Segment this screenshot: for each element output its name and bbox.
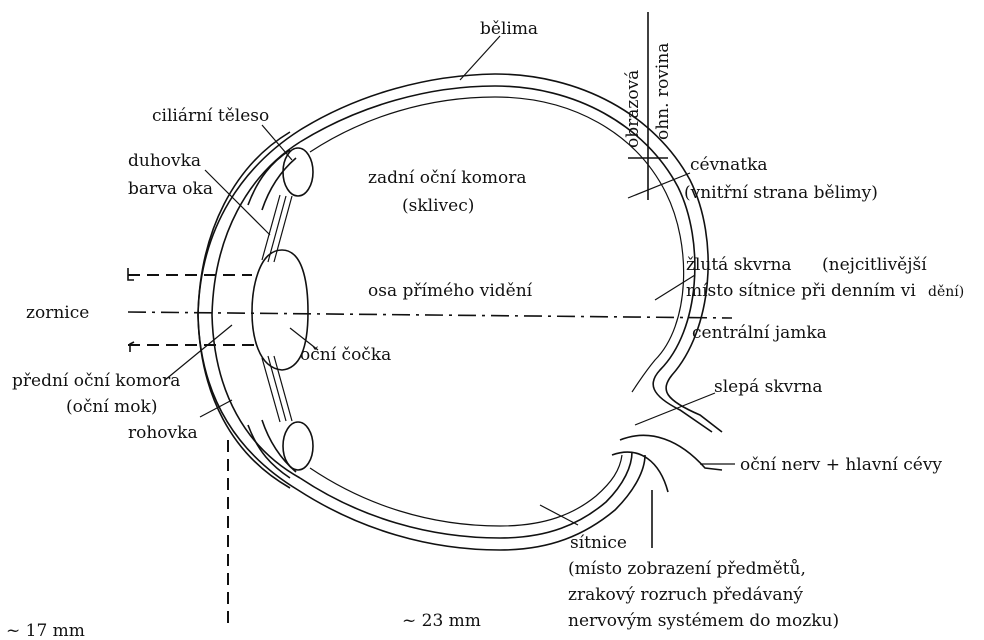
label-ohn-rovina: ohn. rovina (653, 43, 673, 140)
label-sitnice: sítnice (570, 533, 627, 553)
label-osa: osa přímého vidění (368, 281, 533, 301)
label-zadni-komora: zadní oční komora (368, 168, 526, 188)
label-centralni-jamka: centrální jamka (692, 323, 827, 343)
label-predni-komora: přední oční komora (12, 371, 180, 391)
label-ocni-cocka: oční čočka (300, 345, 391, 365)
label-sitnice-note-3: nervovým systémem do mozku) (568, 611, 839, 631)
label-misto-sitnice-a: místo sítnice při denním vi (686, 281, 916, 301)
label-zluta-skvrna-note: (nejcitlivější (822, 255, 927, 275)
sclera-outer-lower (198, 315, 645, 550)
label-ocni-mok: (oční mok) (66, 397, 157, 417)
label-ciliarni-teleso: ciliární těleso (152, 106, 269, 126)
label-ocni-nerv: oční nerv + hlavní cévy (740, 455, 942, 475)
visual-axis (128, 312, 732, 318)
zonule-lower (262, 356, 292, 422)
sclera-inner-lower (300, 452, 632, 538)
label-sklivec: (sklivec) (402, 196, 474, 216)
zonule-upper (262, 195, 292, 262)
retina-line-lower (310, 455, 622, 526)
label-sitnice-note-1: (místo zobrazení předmětů, (568, 559, 806, 579)
label-dim-17: ~ 17 mm (6, 621, 85, 640)
label-cevnatka-note: (vnitřní strana bělimy) (684, 183, 878, 203)
label-zornice: zornice (26, 303, 89, 323)
sclera-inner (300, 86, 712, 432)
label-slepa-skvrna: slepá skvrna (714, 377, 822, 397)
label-misto-sitnice-b: dění) (928, 284, 964, 300)
label-belima: bělima (480, 19, 538, 39)
label-sitnice-note-2: zrakový rozruch předávaný (568, 585, 803, 605)
label-zluta-skvrna: žlutá skvrna (686, 255, 792, 275)
leader-sitnice (540, 505, 578, 525)
cornea-inner (212, 142, 300, 478)
leader-slepa (635, 393, 715, 425)
pupil-ray-lower-tick (130, 342, 134, 352)
ciliary-body-lower (283, 422, 313, 470)
label-dim-23: ~ 23 mm (402, 611, 481, 631)
label-obrazova: obrazová (623, 70, 643, 148)
label-barva-oka: barva oka (128, 179, 213, 199)
label-rohovka: rohovka (128, 423, 198, 443)
label-cevnatka: cévnatka (690, 155, 768, 175)
label-duhovka: duhovka (128, 151, 201, 171)
